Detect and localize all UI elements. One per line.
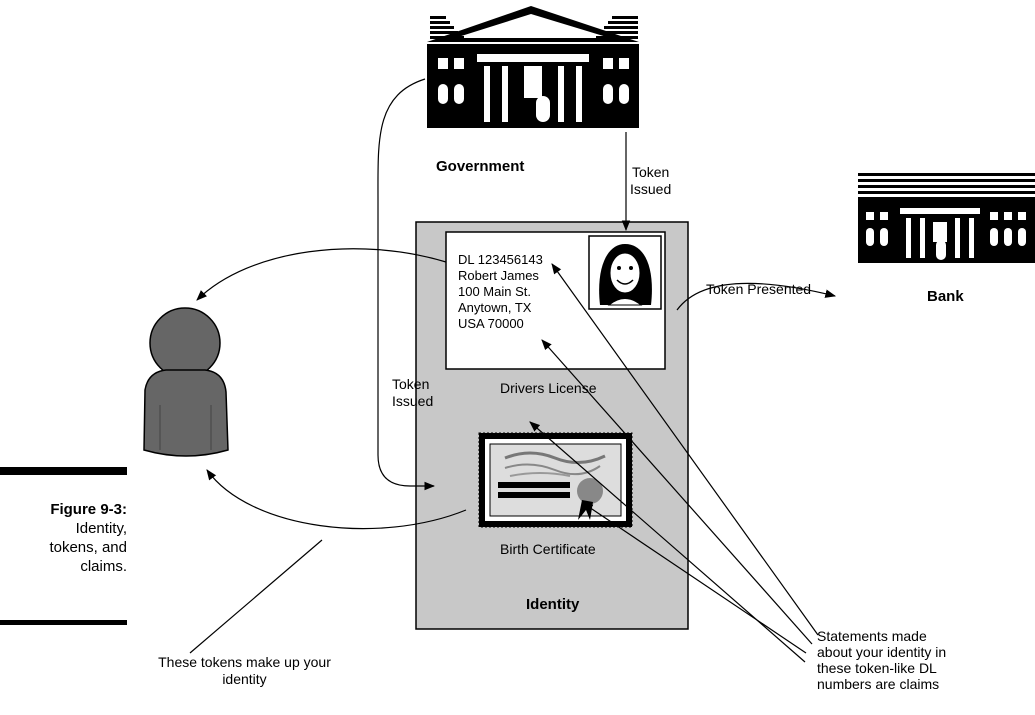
pointer-claim-birth <box>529 421 806 663</box>
token-issued-left-line2: Issued <box>392 393 434 409</box>
license-line-1: DL 123456143 <box>458 252 543 267</box>
connector-lines <box>189 78 837 663</box>
tokens-identity-line2: identity <box>222 671 267 687</box>
license-line-4: Anytown, TX <box>458 300 532 315</box>
drivers-license-label: Drivers License <box>500 380 597 396</box>
bank-building-icon <box>858 173 1035 263</box>
caption-rule-bottom <box>0 620 127 625</box>
claims-line3: these token-like DL <box>817 660 937 676</box>
token-issued-left-label: Token Issued <box>392 376 433 410</box>
arrow-gov-to-birth-certificate <box>377 78 436 491</box>
pointer-claim-dl-number <box>551 263 819 636</box>
arrow-certificate-to-person <box>206 469 467 530</box>
license-line-3: 100 Main St. <box>458 284 531 299</box>
claims-label: Statements made about your identity in t… <box>817 628 946 692</box>
figure-caption: Figure 9-3: Identity, tokens, and claims… <box>49 500 127 576</box>
pointer-claim-certificate <box>582 502 807 654</box>
license-text: DL 123456143 Robert James 100 Main St. A… <box>458 252 543 332</box>
birth-certificate-label: Birth Certificate <box>500 541 596 557</box>
token-issued-left-line1: Token <box>392 376 430 392</box>
pointer-claim-address <box>541 339 813 645</box>
government-building-icon <box>427 6 639 128</box>
license-line-5: USA 70000 <box>458 316 524 331</box>
figure-number: Figure 9-3: <box>50 501 127 518</box>
token-presented-label: Token Presented <box>706 281 812 297</box>
license-line-2: Robert James <box>458 268 539 283</box>
figure-caption-text: Identity, tokens, and claims. <box>49 520 127 575</box>
claims-line4: numbers are claims <box>817 676 940 692</box>
tokens-identity-label: These tokens make up your identity <box>152 654 337 688</box>
bank-label: Bank <box>927 288 964 305</box>
certificate-seal-icon <box>478 432 633 528</box>
person-silhouette-icon <box>143 307 229 457</box>
arrow-license-to-bank <box>676 282 837 311</box>
token-issued-top-line2: Issued <box>630 181 672 197</box>
identity-label: Identity <box>526 596 580 613</box>
government-label: Government <box>436 158 525 175</box>
pointer-tokens-identity <box>189 539 323 654</box>
claims-line2: about your identity in <box>817 644 947 660</box>
tokens-identity-line1: These tokens make up your <box>158 654 331 670</box>
arrow-license-to-person <box>196 248 447 301</box>
token-issued-top-label: Token Issued <box>630 164 671 198</box>
photo-face-icon <box>588 235 662 310</box>
caption-rule-top <box>0 467 127 475</box>
claims-line1: Statements made <box>817 628 927 644</box>
token-issued-top-line1: Token <box>631 164 670 180</box>
